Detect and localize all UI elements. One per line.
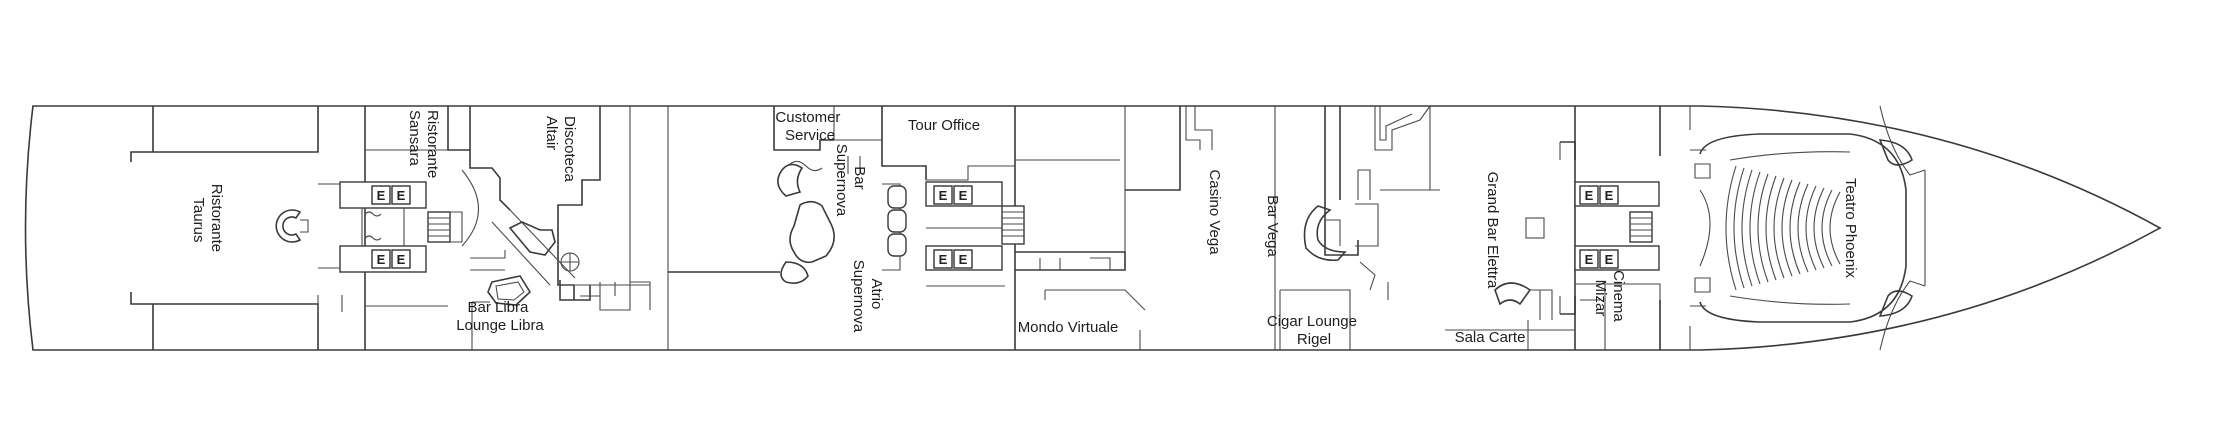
supernova-area-walls <box>668 106 1016 350</box>
elevator-letter: E <box>939 252 948 267</box>
small-spiral-stair <box>560 252 580 272</box>
elevator-icon <box>1599 185 1619 205</box>
seating-row <box>1757 173 1769 283</box>
seating-row <box>1813 187 1825 269</box>
label-mondo-virtuale: Mondo Virtuale <box>1018 319 1119 336</box>
label-ristorante-taurus: Ristorante Taurus <box>190 184 225 257</box>
seating-row <box>1741 169 1753 287</box>
teatro-phoenix-walls <box>1659 105 1926 351</box>
elevator-letter: E <box>397 188 406 203</box>
seating-row <box>1797 183 1809 273</box>
elevator-icon <box>391 249 411 269</box>
grand-bar-elettra-walls <box>1445 106 1576 350</box>
elevator-icon <box>933 185 953 205</box>
elevator-icon <box>371 249 391 269</box>
bar-vega-walls <box>1279 106 1389 350</box>
label-discoteca-altair: Discoteca Altair <box>543 116 578 186</box>
label-tour-office: Tour Office <box>908 117 980 134</box>
elevator-icon <box>953 185 973 205</box>
bar-libra-area-walls <box>447 106 669 350</box>
elevator-letter: E <box>959 188 968 203</box>
casino-vega-walls <box>1125 106 1276 350</box>
seating-row <box>1749 171 1761 285</box>
label-cigar-lounge: Cigar Lounge Rigel <box>1267 313 1361 348</box>
seating-row <box>1773 177 1785 279</box>
elevator-icon <box>1579 185 1599 205</box>
elevator-letter: E <box>939 188 948 203</box>
elevator-letter: E <box>1605 188 1614 203</box>
label-casino-vega: Casino Vega <box>1206 169 1223 255</box>
elevator-letter: E <box>1585 188 1594 203</box>
hull-outline <box>24 105 2162 351</box>
elevator-letter: E <box>377 188 386 203</box>
elevator-icon <box>1579 249 1599 269</box>
elevator-letter: E <box>397 252 406 267</box>
mondo-virtuale-walls <box>1015 106 1146 350</box>
teatro-seating-rows <box>1725 165 1841 291</box>
elevator-icon <box>953 249 973 269</box>
label-bar-supernova: Bar Supernova <box>833 144 868 217</box>
label-customer-service: Customer Service <box>775 109 844 144</box>
room-labels: Ristorante Taurus Ristorante Sansara Dis… <box>190 109 1859 348</box>
ristorante-taurus-walls <box>130 106 448 350</box>
seating-row <box>1725 165 1737 291</box>
seating-row <box>1781 179 1793 277</box>
seating-row <box>1821 189 1833 267</box>
label-sala-carte: Sala Carte <box>1455 329 1526 346</box>
elevator-letter: E <box>1585 252 1594 267</box>
elevator-icon <box>933 249 953 269</box>
label-teatro-phoenix: Teatro Phoenix <box>1842 178 1859 279</box>
seating-row <box>1805 185 1817 271</box>
label-cinema-mizar: Cinema Mizar <box>1592 270 1627 326</box>
elevator-letter: E <box>377 252 386 267</box>
elevator-icon <box>371 185 391 205</box>
label-grand-bar-elettra: Grand Bar Elettra <box>1484 172 1501 289</box>
label-atrio-supernova: Atrio Supernova <box>850 260 885 333</box>
bar-vega-staircase <box>1374 105 1440 191</box>
elevator-icon <box>1599 249 1619 269</box>
elevator-icon <box>391 185 411 205</box>
seating-row <box>1789 181 1801 275</box>
seating-row <box>1765 175 1777 281</box>
bar-supernova-curved-bar <box>777 163 835 284</box>
elevator-bank-center <box>882 181 1025 271</box>
elevator-letter: E <box>1605 252 1614 267</box>
label-bar-libra: Bar Libra Lounge Libra <box>456 299 544 334</box>
seating-row <box>1829 191 1841 265</box>
spiral-stair <box>275 209 309 243</box>
label-bar-vega: Bar Vega <box>1264 195 1281 257</box>
seating-row <box>1733 167 1745 289</box>
label-ristorante-sansara: Ristorante Sansara <box>406 110 441 183</box>
elevator-letter: E <box>959 252 968 267</box>
